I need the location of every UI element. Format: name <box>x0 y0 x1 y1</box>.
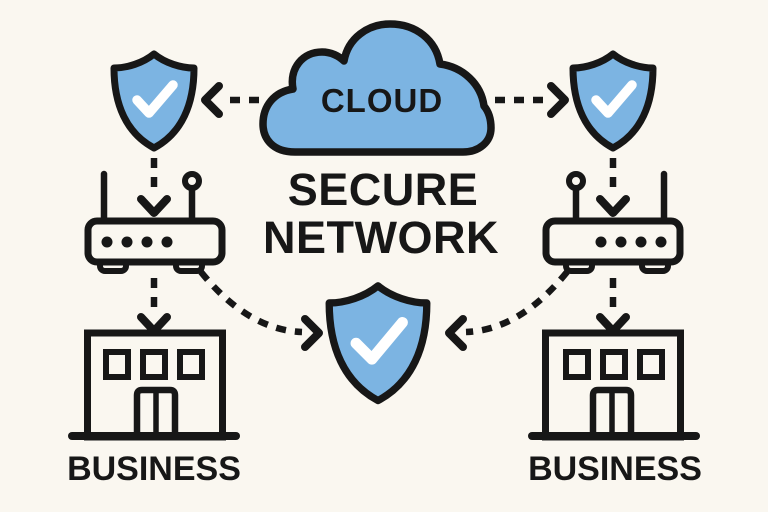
cloud-label: CLOUD <box>321 82 443 119</box>
arrowhead-right <box>547 82 569 118</box>
arrow-left-router-to-center-shield <box>198 269 323 351</box>
dashed-curve <box>198 269 303 336</box>
arrowhead-down <box>137 195 171 217</box>
title-line1: SECURE <box>288 164 479 215</box>
cloud-shape <box>259 20 495 156</box>
left-shield-icon <box>110 50 198 152</box>
checkmark-icon <box>132 80 178 118</box>
building-windows <box>103 349 205 380</box>
checkmark-icon <box>350 316 408 365</box>
arrow-right-shield-to-router <box>596 158 630 217</box>
arrow-cloud-to-right-shield <box>495 82 569 118</box>
arrowhead-right <box>301 315 323 351</box>
arrowhead-left <box>445 315 467 351</box>
right-router-icon <box>546 174 680 271</box>
title-line2: NETWORK <box>263 212 499 263</box>
right-building-icon <box>532 333 696 437</box>
left-building-icon <box>68 329 240 441</box>
arrow-left-router-to-building <box>137 278 171 335</box>
left-router-icon <box>84 170 226 274</box>
antenna-ball <box>182 171 202 191</box>
arrow-left-shield-to-router <box>137 158 171 217</box>
router-leds <box>101 236 173 248</box>
checkmark-icon <box>591 80 637 118</box>
arrow-cloud-to-left-shield <box>201 82 259 118</box>
arrow-right-router-to-center-shield <box>445 269 570 351</box>
left-business-label: BUSINESS <box>67 450 241 488</box>
arrowhead-down <box>137 313 171 335</box>
building-door <box>133 386 179 437</box>
arrowhead-left <box>201 82 223 118</box>
page-title: SECURE NETWORK <box>263 164 499 263</box>
center-shield-icon <box>325 282 431 405</box>
dashed-curve <box>465 269 570 336</box>
arrowhead-down <box>596 195 630 217</box>
right-business-label: BUSINESS <box>528 450 702 488</box>
right-shield-icon <box>569 50 657 152</box>
arrow-right-router-to-building <box>596 278 630 335</box>
router-body <box>84 217 226 266</box>
arrowhead-down <box>596 313 630 335</box>
cloud-icon: CLOUD <box>259 20 495 156</box>
